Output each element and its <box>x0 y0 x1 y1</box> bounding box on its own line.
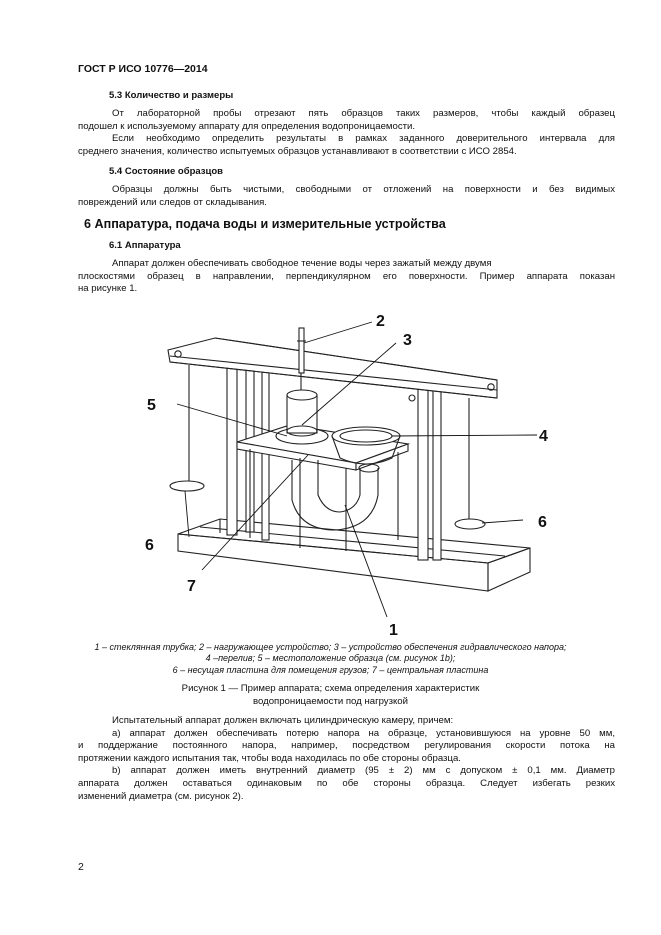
s53-p1-l2: подошел к используемому аппарату для опр… <box>78 120 416 132</box>
apparatus-figure: 2 3 5 4 6 6 7 1 <box>145 313 548 639</box>
req-a-l3: протяжении каждого испытания так, чтобы … <box>78 752 461 764</box>
figure-legend: 1 – стеклянная трубка; 2 – нагружающее у… <box>60 642 601 676</box>
s54-l1: Образцы должны быть чистыми, свободными … <box>112 184 615 195</box>
req-a-l1: а) аппарат должен обеспечивать потерю на… <box>112 727 615 739</box>
section-5-3-body: От лабораторной пробы отрезают пять обра… <box>78 108 615 158</box>
legend-line-2: 4 –перелив; 5 – местоположение образца (… <box>205 653 456 664</box>
document-header: ГОСТ Р ИСО 10776—2014 <box>78 63 208 75</box>
req-b-l3: изменений диаметра (см. рисунок 2). <box>78 790 244 802</box>
callout-1: 1 <box>389 622 398 639</box>
callout-6-left: 6 <box>145 537 154 554</box>
section-6-1-body: Аппарат должен обеспечивать свободное те… <box>78 258 615 296</box>
section-5-3-heading: 5.3 Количество и размеры <box>109 90 234 101</box>
callout-5: 5 <box>147 397 156 414</box>
requirements-body: Испытательный аппарат должен включать ци… <box>78 715 615 803</box>
section-5-4-heading: 5.4 Состояние образцов <box>109 166 223 177</box>
legend-line-1: 1 – стеклянная трубка; 2 – нагружающее у… <box>94 642 567 652</box>
legend-line-3: 6 – несущая пластина для помещения грузо… <box>172 664 489 675</box>
s53-p2-l1: Если необходимо определить результаты в … <box>112 133 615 145</box>
figure-title-line-2: водопроницаемости под нагрузкой <box>252 695 409 707</box>
req-a-l2: и поддержание постоянного напора, наприм… <box>78 740 615 752</box>
s54-l2: повреждений или следов от складывания. <box>78 196 267 208</box>
callout-7: 7 <box>187 578 196 595</box>
req-b-l2: аппарата должен оставаться одинаковым по… <box>78 777 615 789</box>
figure-title-line-1: Рисунок 1 — Пример аппарата; схема опред… <box>181 683 480 694</box>
callout-4: 4 <box>539 428 548 445</box>
callout-labels: 2 3 5 4 6 6 7 1 <box>145 313 548 639</box>
s61-l2: плоскостями образец в направлении, перпе… <box>78 270 615 282</box>
top-beam <box>167 337 498 402</box>
section-6-heading: 6 Аппаратура, подача воды и измерительны… <box>84 217 446 231</box>
hydraulic-head-cylinder <box>275 389 329 445</box>
callout-6-right: 6 <box>538 514 547 531</box>
section-6-1-heading: 6.1 Аппаратура <box>109 240 181 251</box>
callout-2: 2 <box>376 313 385 330</box>
s61-l1: Аппарат должен обеспечивать свободное те… <box>112 258 492 269</box>
s53-p1-l1: От лабораторной пробы отрезают пять обра… <box>112 108 615 119</box>
req-b-l1: b) аппарат должен иметь внутренний диаме… <box>112 765 615 777</box>
s61-l3: на рисунке 1. <box>78 283 138 295</box>
section-5-4-body: Образцы должны быть чистыми, свободными … <box>78 184 615 209</box>
weight-hangers <box>169 365 486 530</box>
page-number: 2 <box>78 861 84 873</box>
figure-title: Рисунок 1 — Пример аппарата; схема опред… <box>60 683 601 708</box>
glass-tube <box>291 460 380 531</box>
right-posts <box>417 371 442 561</box>
s53-p2-l2: среднего значения, количество испытуемых… <box>78 145 517 157</box>
callout-3: 3 <box>403 332 412 349</box>
req-intro: Испытательный аппарат должен включать ци… <box>112 715 454 726</box>
leader-lines <box>176 321 538 618</box>
